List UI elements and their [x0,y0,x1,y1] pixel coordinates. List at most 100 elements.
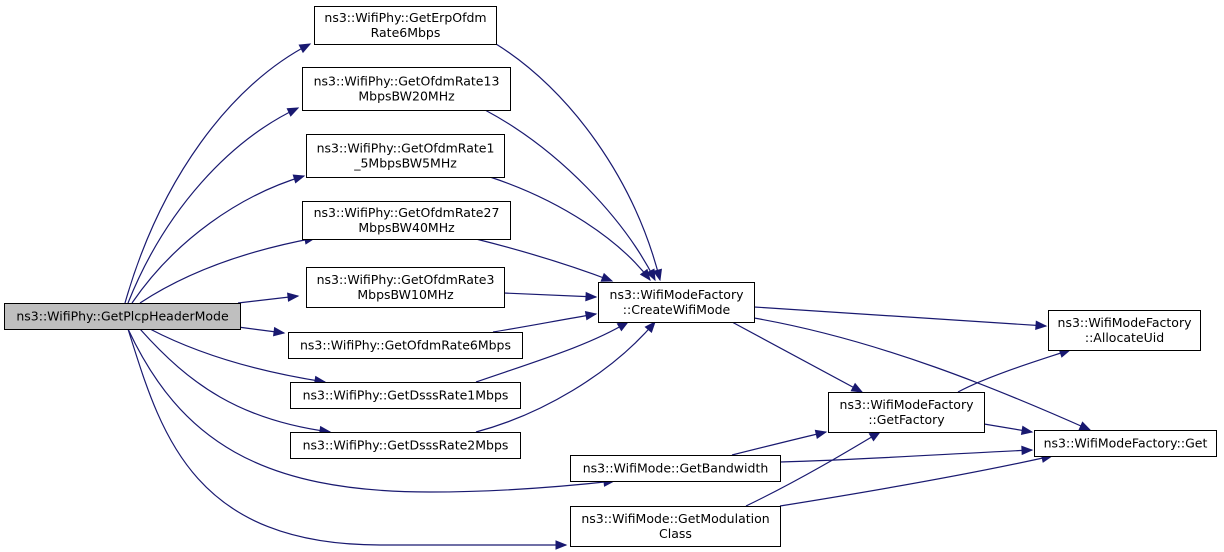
edge-getplcp-to-modclass [127,328,568,550]
arrowhead [298,43,312,54]
edge-line [753,317,1091,431]
edge-ofdm3-to-create [503,291,598,302]
arrowhead [639,268,651,282]
edge-create-to-alloc [753,306,1048,331]
edge-line [779,455,1053,507]
edge-ofdm27-to-create [475,238,614,282]
node-box [314,6,497,45]
node-label: ns3::WifiPhy::GetOfdmRate13 [314,74,500,89]
node-ofdm6[interactable]: ns3::WifiPhy::GetOfdmRate6Mbps [288,332,523,359]
node-box [4,303,241,330]
edge-line [503,292,597,298]
node-label: ns3::WifiPhy::GetDsssRate1Mbps [303,388,509,403]
node-label: ns3::WifiPhy::GetOfdmRate6Mbps [300,338,511,353]
edge-getplcp-to-ofdm1_5 [131,174,306,304]
edge-getplcp-to-ofdm3 [237,292,300,304]
edge-ofdm6-to-create [492,311,598,333]
edge-bandwidth-to-factory [731,429,828,456]
edge-getplcp-to-erp6 [124,43,312,304]
node-box [1048,310,1201,351]
edge-line [475,238,613,282]
edge-line [731,431,827,456]
node-label: MbpsBW20MHz [358,89,455,104]
node-box [1034,430,1217,457]
node-label: ns3::WifiModeFactory [1058,315,1193,330]
arrowhead [646,268,656,282]
node-label: ns3::WifiMode::GetModulation [581,511,769,526]
node-label: Rate6Mbps [371,25,441,40]
node-label: ns3::WifiPhy::GetPlcpHeaderMode [16,309,229,324]
node-label: ns3::WifiPhy::GetOfdmRate27 [314,205,500,220]
arrowhead [1020,425,1034,435]
edge-line [139,328,331,433]
node-label: ns3::WifiPhy::GetOfdmRate1 [317,141,495,156]
node-box [828,392,985,433]
edge-line [957,349,1071,393]
edge-factory-to-get [983,423,1034,435]
node-get[interactable]: ns3::WifiModeFactory::Get [1034,430,1217,457]
node-alloc[interactable]: ns3::WifiModeFactory::AllocateUid [1048,310,1201,351]
node-create[interactable]: ns3::WifiModeFactory::CreateWifiMode [598,282,755,323]
node-box [306,134,505,178]
node-getplcp[interactable]: ns3::WifiPhy::GetPlcpHeaderMode [4,303,241,330]
node-factory[interactable]: ns3::WifiModeFactory::GetFactory [828,392,985,433]
arrowhead [868,431,882,442]
edge-create-to-factory [731,321,864,393]
node-label: ns3::WifiModeFactory::Get [1044,436,1208,451]
edge-line [489,176,651,281]
node-box [288,332,523,359]
edge-line [475,321,629,383]
edge-line [149,328,326,383]
node-dsss2[interactable]: ns3::WifiPhy::GetDsssRate2Mbps [290,432,521,459]
edge-line [124,43,311,304]
edge-line [731,321,863,393]
arrowhead [584,311,598,321]
edge-factory-to-alloc [957,348,1072,393]
edge-erp6-to-create [495,43,662,282]
node-box [570,455,781,482]
node-label: MbpsBW40MHz [358,220,455,235]
node-bandwidth[interactable]: ns3::WifiMode::GetBandwidth [570,455,781,482]
node-box [302,67,511,111]
edge-bandwidth-to-get [779,445,1034,463]
node-box [306,267,505,308]
arrowhead [644,320,656,334]
arrowhead [1078,421,1092,431]
edge-line [745,431,881,507]
node-box [598,282,755,323]
edge-line [127,328,566,546]
arrowhead [292,174,306,184]
arrowhead [1021,445,1034,456]
node-label: MbpsBW10MHz [357,287,454,302]
arrowhead [814,429,828,440]
node-box [290,432,521,459]
node-ofdm1_5[interactable]: ns3::WifiPhy::GetOfdmRate1_5MbpsBW5MHz [306,134,505,178]
edge-modclass-to-get [779,453,1054,507]
arrowhead [287,292,300,302]
node-box [290,382,521,409]
edge-line [131,175,305,304]
node-label: ::AllocateUid [1085,330,1164,345]
arrowhead [652,268,662,282]
node-dsss1[interactable]: ns3::WifiPhy::GetDsssRate1Mbps [290,382,521,409]
arrowhead [616,321,630,332]
arrowhead [600,272,614,282]
edge-create-to-get [753,317,1092,431]
node-label: ns3::WifiPhy::GetOfdmRate3 [317,272,495,287]
arrowhead [585,291,598,302]
edge-line [779,449,1033,463]
arrowhead [555,540,568,550]
node-label: ns3::WifiPhy::GetDsssRate2Mbps [303,438,509,453]
edge-line [753,306,1047,327]
edge-line [475,321,656,433]
edge-line [492,313,597,333]
node-label: ::GetFactory [868,412,945,427]
arrowhead [286,107,300,117]
node-box [570,506,781,547]
node-label: ns3::WifiModeFactory [840,397,975,412]
